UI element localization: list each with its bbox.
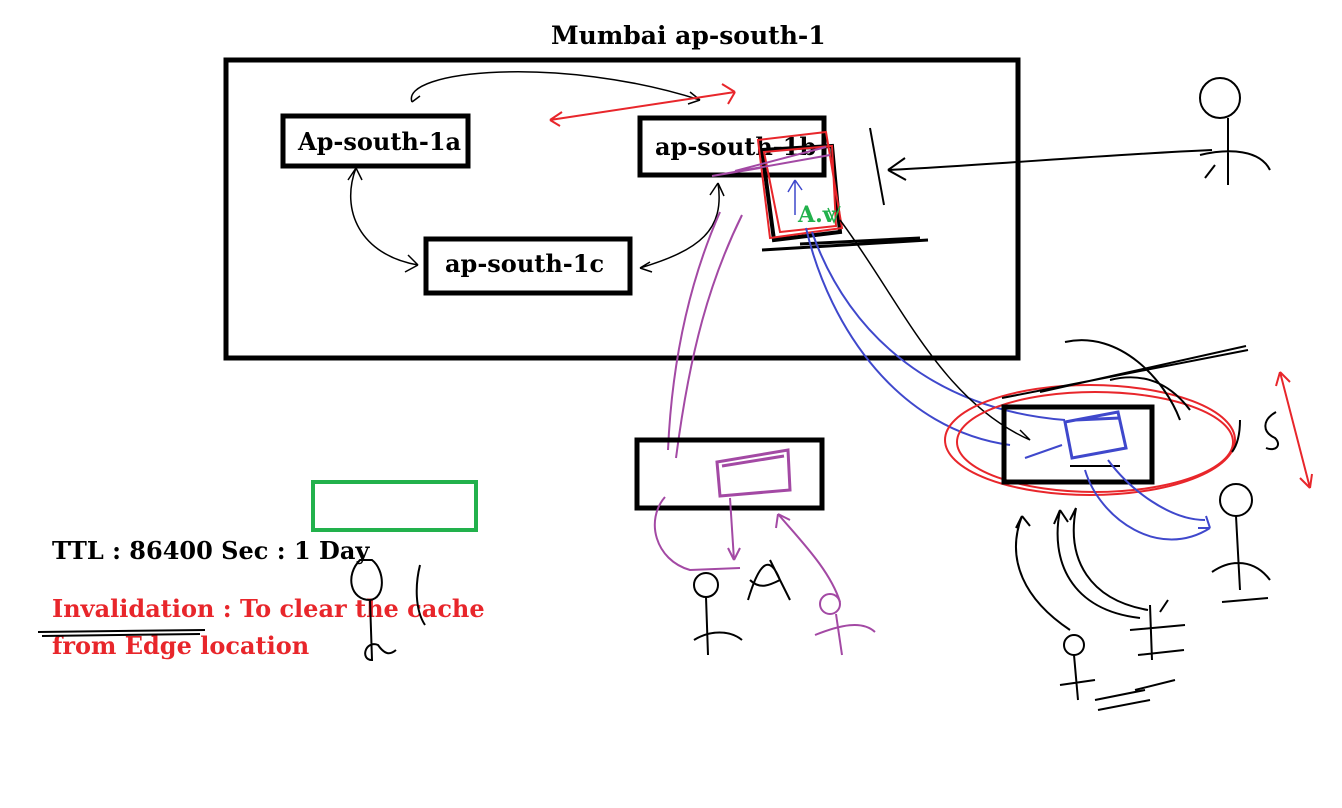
az-c-label: ap-south-1c (445, 249, 604, 278)
server-label: A.v (797, 202, 837, 228)
edge-location-middle (634, 437, 825, 511)
edge-wall-line (869, 127, 885, 206)
user-left-scribble (350, 559, 426, 662)
green-box (311, 480, 478, 532)
user-top-right-body (1199, 118, 1271, 185)
red-vertical-arrow (1275, 371, 1313, 489)
user-right-arrows (1014, 507, 1149, 631)
user-mid-purple-body (814, 613, 876, 656)
user-mid-1-head (693, 572, 719, 598)
az-c-box (423, 236, 633, 296)
region-box (223, 57, 1021, 361)
user-right-3 (1129, 599, 1186, 661)
server-box-purple (711, 146, 831, 177)
az-c-to-b-curve (639, 182, 725, 273)
roof-lines (1001, 339, 1249, 421)
blue-route (805, 227, 1066, 446)
server-arrow-blue (787, 179, 803, 215)
purple-route (667, 211, 743, 459)
user-mid-purple-head (819, 593, 841, 615)
edge-cache-right (1063, 410, 1128, 460)
server-base-line (761, 236, 929, 252)
blue-user-links (1024, 444, 1211, 541)
server-check-mark (827, 205, 841, 225)
user-mid-1-body (693, 596, 743, 656)
user-right-1-head (1219, 483, 1253, 517)
region-title: Mumbai ap-south-1 (551, 21, 826, 50)
az-a-to-b-curve (410, 71, 701, 105)
edge-location-right (1001, 404, 1155, 485)
server-box-red (756, 130, 844, 240)
az-a-box (280, 113, 471, 169)
invalidation-underline (37, 629, 206, 637)
user-right-2-head (1063, 634, 1085, 656)
az-a-label: Ap-south-1a (297, 127, 461, 156)
ttl-text: TTL : 86400 Sec : 1 Day (52, 536, 370, 565)
squiggle-right (1231, 411, 1279, 453)
black-route (839, 219, 1031, 441)
edge-ellipse-red (944, 384, 1236, 496)
edge-cache-middle (715, 448, 792, 498)
user-right-1-body (1211, 515, 1271, 603)
purple-user-links (653, 496, 841, 603)
request-arrow (887, 149, 1213, 181)
invalidation-line-1: Invalidation : To clear the cache (52, 594, 485, 623)
az-a-to-c-curve (347, 167, 419, 273)
red-double-arrow (549, 83, 736, 127)
user-top-right-head (1199, 77, 1241, 119)
user-right-2-body (1059, 654, 1096, 701)
ground-dashes-right (1094, 679, 1176, 711)
user-mid-2-scribble (747, 559, 791, 601)
